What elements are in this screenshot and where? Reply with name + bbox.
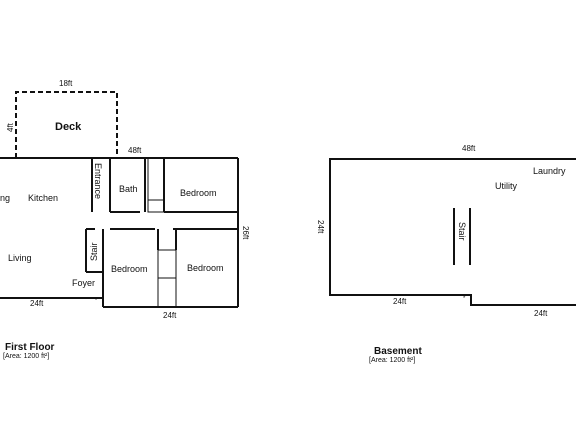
deck-outline bbox=[15, 91, 118, 158]
basement-title: Basement bbox=[374, 346, 422, 357]
room-label-kitchen: Kitchen bbox=[28, 193, 58, 203]
room-label-bedroom-2: Bedroom bbox=[111, 264, 148, 274]
basement-dim-left: 24ft bbox=[316, 220, 325, 234]
first-floor-stair-arrow-marker: * bbox=[95, 298, 98, 304]
deck: Deck 18ft 4ft bbox=[6, 79, 118, 158]
first-floor-dim-bottom-left: 24ft bbox=[30, 299, 44, 308]
room-label-utility: Utility bbox=[495, 181, 517, 191]
room-label-dining: ng bbox=[0, 193, 10, 203]
room-label-bath: Bath bbox=[119, 184, 138, 194]
room-label-living: Living bbox=[8, 253, 32, 263]
basement-dim-bottom-left: 24ft bbox=[393, 297, 407, 306]
room-label-bedroom-3: Bedroom bbox=[187, 263, 224, 273]
basement-stair-arrow-marker: * bbox=[463, 296, 466, 302]
first-floor-interior-walls bbox=[85, 157, 238, 308]
first-floor-dim-right: 26ft bbox=[241, 226, 250, 240]
first-floor-title: First Floor bbox=[5, 342, 55, 353]
basement-stair bbox=[453, 208, 471, 265]
room-label-basement-stair: Stair bbox=[457, 222, 467, 241]
deck-label: Deck bbox=[55, 121, 82, 133]
basement-exterior-walls bbox=[329, 158, 576, 306]
first-floor-exterior-walls bbox=[0, 157, 239, 308]
first-floor-plan: Deck 18ft 4ft bbox=[0, 79, 250, 360]
basement-area: [Area: 1200 ft²] bbox=[369, 357, 415, 364]
first-floor-dim-top: 48ft bbox=[128, 146, 142, 155]
basement-dim-bottom-right: 24ft bbox=[534, 309, 548, 318]
basement-dim-top: 48ft bbox=[462, 144, 476, 153]
room-label-bedroom-1: Bedroom bbox=[180, 188, 217, 198]
room-label-entrance: Entrance bbox=[93, 163, 103, 199]
first-floor-area: [Area: 1200 ft²] bbox=[3, 353, 49, 360]
deck-width-label: 18ft bbox=[59, 79, 73, 88]
first-floor-dim-bottom-right: 24ft bbox=[163, 311, 177, 320]
room-label-foyer: Foyer bbox=[72, 278, 95, 288]
room-label-stair: Stair bbox=[89, 242, 99, 261]
basement-plan: 48ft 24ft 24ft 24ft * Utility Laundry St… bbox=[316, 144, 576, 364]
deck-depth-label: 4ft bbox=[6, 122, 15, 132]
room-label-laundry: Laundry bbox=[533, 166, 566, 176]
